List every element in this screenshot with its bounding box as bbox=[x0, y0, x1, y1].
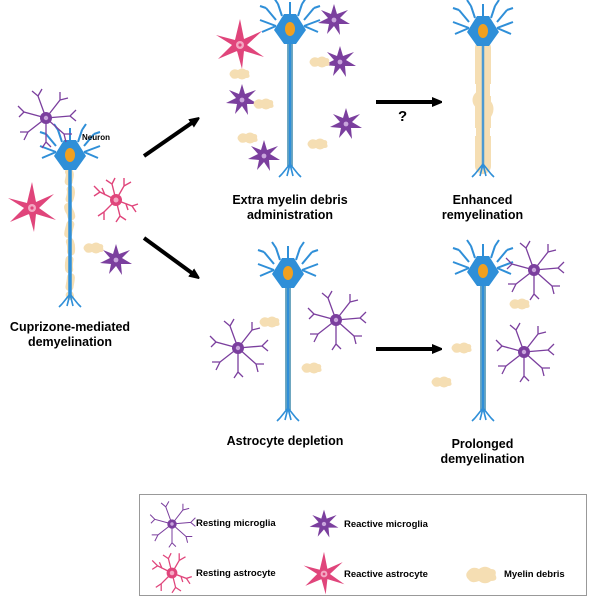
label-enhanced-line1: Enhanced bbox=[452, 193, 513, 207]
legend-box bbox=[139, 494, 587, 596]
neuron-enhanced bbox=[452, 0, 514, 178]
reactive-microglia-icon bbox=[318, 4, 350, 35]
neuron-label: Neuron bbox=[82, 133, 110, 142]
reactive-microglia-icon bbox=[248, 140, 280, 171]
resting-astrocyte-icon bbox=[93, 177, 139, 223]
myelin-debris-icon bbox=[259, 316, 280, 328]
label-cuprizone-line1: Cuprizone-mediated bbox=[9, 320, 131, 334]
myelin-debris-icon bbox=[509, 298, 530, 310]
resting-microglia-icon bbox=[505, 240, 565, 301]
question-mark: ? bbox=[398, 108, 408, 125]
legend-resting-astrocyte-label: Resting astrocyte bbox=[196, 568, 276, 579]
label-prolonged-line1: Prolonged bbox=[451, 437, 514, 451]
neuron-prolonged bbox=[452, 239, 514, 422]
myelin-debris-icon bbox=[253, 98, 274, 110]
resting-microglia-icon bbox=[209, 318, 269, 379]
label-enhanced-line2: remyelination bbox=[441, 208, 524, 222]
label-extra-myelin: Extra myelin debris administration bbox=[215, 193, 365, 223]
myelin-debris-icon bbox=[431, 376, 452, 388]
myelin-debris-icon bbox=[229, 68, 250, 80]
label-cuprizone-line2: demyelination bbox=[27, 335, 113, 349]
reactive-microglia-icon bbox=[226, 84, 258, 115]
legend-resting-microglia-label: Resting microglia bbox=[196, 518, 276, 529]
label-prolonged: Prolonged demyelination bbox=[420, 437, 545, 467]
neuron-astro-depletion bbox=[257, 241, 319, 422]
myelin-debris-icon bbox=[301, 362, 322, 374]
legend-myelin-debris-label: Myelin debris bbox=[504, 569, 565, 580]
myelin-debris-icon bbox=[451, 342, 472, 354]
legend-reactive-microglia-label: Reactive microglia bbox=[344, 519, 428, 530]
myelin-debris-icon bbox=[83, 242, 104, 254]
resting-microglia-icon bbox=[17, 88, 77, 149]
reactive-microglia-icon bbox=[330, 108, 362, 139]
label-enhanced: Enhanced remyelination bbox=[420, 193, 545, 223]
reactive-microglia-icon bbox=[100, 244, 132, 275]
label-extra-myelin-line2: administration bbox=[246, 208, 334, 222]
reactive-astrocyte-icon bbox=[8, 182, 56, 232]
label-astro-depletion: Astrocyte depletion bbox=[226, 434, 344, 448]
label-cuprizone: Cuprizone-mediated demyelination bbox=[0, 320, 140, 350]
reactive-astrocyte-icon bbox=[216, 19, 264, 69]
myelin-debris-icon bbox=[237, 132, 258, 144]
label-extra-myelin-line1: Extra myelin debris bbox=[232, 193, 348, 207]
neuron-cuprizone bbox=[39, 123, 101, 308]
label-prolonged-line2: demyelination bbox=[440, 452, 525, 466]
resting-microglia-icon bbox=[307, 290, 367, 351]
neuron-extra-myelin bbox=[259, 0, 321, 178]
resting-microglia-icon bbox=[495, 322, 555, 383]
legend-reactive-astrocyte-label: Reactive astrocyte bbox=[344, 569, 428, 580]
myelin-debris-icon bbox=[307, 138, 328, 150]
arrow-to-astro-depletion bbox=[142, 236, 196, 276]
myelin-debris-icon bbox=[309, 56, 330, 68]
arrow-to-extra-myelin bbox=[142, 120, 196, 158]
